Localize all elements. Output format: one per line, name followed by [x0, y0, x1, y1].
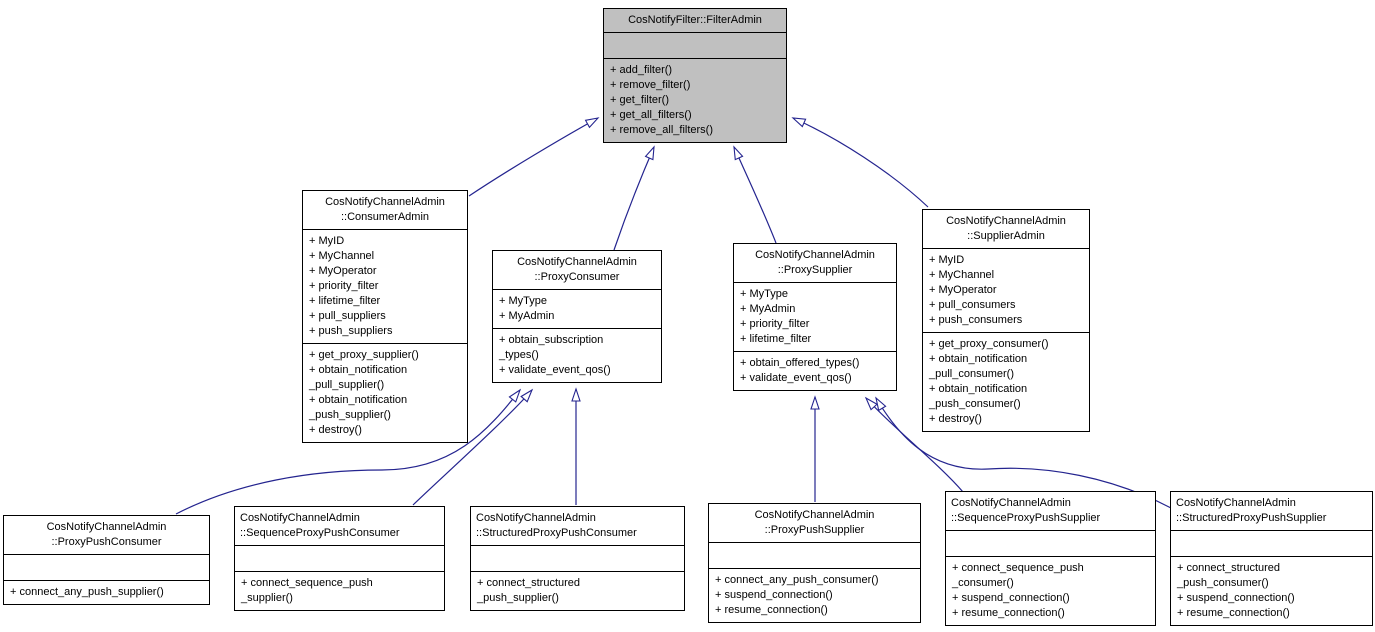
- class-box-structured-proxy-push-supplier[interactable]: CosNotifyChannelAdmin ::StructuredProxyP…: [1170, 491, 1373, 626]
- methods-section: + connect_sequence_push _consumer() + su…: [946, 556, 1155, 625]
- class-title: CosNotifyChannelAdmin ::ProxyPushSupplie…: [754, 509, 875, 536]
- attributes-section-empty: [709, 542, 920, 568]
- class-title: CosNotifyChannelAdmin ::ProxySupplier: [755, 249, 875, 276]
- class-title: CosNotifyFilter::FilterAdmin: [628, 14, 762, 26]
- class-box-proxy-push-consumer[interactable]: CosNotifyChannelAdmin ::ProxyPushConsume…: [3, 515, 210, 605]
- class-title: CosNotifyChannelAdmin ::StructuredProxyP…: [476, 512, 637, 539]
- attributes-section-empty: [4, 554, 209, 580]
- class-box-filter-admin[interactable]: CosNotifyFilter::FilterAdmin + add_filte…: [603, 8, 787, 143]
- class-title: CosNotifyChannelAdmin ::ProxyPushConsume…: [46, 521, 167, 548]
- attributes-section-empty: [471, 545, 684, 571]
- methods-section: + get_proxy_consumer() + obtain_notifica…: [923, 332, 1089, 431]
- class-title: CosNotifyChannelAdmin ::ProxyConsumer: [517, 256, 637, 283]
- methods-section: + obtain_offered_types() + validate_even…: [734, 351, 896, 390]
- class-box-sequence-proxy-push-consumer[interactable]: CosNotifyChannelAdmin ::SequenceProxyPus…: [234, 506, 445, 611]
- class-box-proxy-push-supplier[interactable]: CosNotifyChannelAdmin ::ProxyPushSupplie…: [708, 503, 921, 623]
- edge-proxy-supplier-to-filter-admin: [733, 145, 777, 244]
- edge-supplier-admin-to-filter-admin: [791, 117, 929, 208]
- edge-proxy-consumer-to-filter-admin: [613, 145, 655, 251]
- class-box-structured-proxy-push-consumer[interactable]: CosNotifyChannelAdmin ::StructuredProxyP…: [470, 506, 685, 611]
- methods-section: + connect_any_push_consumer() + suspend_…: [709, 568, 920, 622]
- attributes-section-empty: [235, 545, 444, 571]
- class-title: CosNotifyChannelAdmin ::SequenceProxyPus…: [951, 497, 1101, 524]
- class-title: CosNotifyChannelAdmin ::SequenceProxyPus…: [240, 512, 400, 539]
- attributes-section: + MyType + MyAdmin: [493, 289, 661, 328]
- class-box-proxy-consumer[interactable]: CosNotifyChannelAdmin ::ProxyConsumer + …: [492, 250, 662, 383]
- edge-consumer-admin-to-filter-admin: [468, 117, 600, 197]
- class-box-proxy-supplier[interactable]: CosNotifyChannelAdmin ::ProxySupplier + …: [733, 243, 897, 391]
- methods-section: + connect_structured _push_consumer() + …: [1171, 556, 1372, 625]
- class-box-consumer-admin[interactable]: CosNotifyChannelAdmin ::ConsumerAdmin + …: [302, 190, 468, 443]
- methods-section: + connect_any_push_supplier(): [4, 580, 209, 604]
- methods-section: + connect_sequence_push _supplier(): [235, 571, 444, 610]
- methods-section: + get_proxy_supplier() + obtain_notifica…: [303, 343, 467, 442]
- attributes-section: + MyType + MyAdmin + priority_filter + l…: [734, 282, 896, 351]
- class-box-sequence-proxy-push-supplier[interactable]: CosNotifyChannelAdmin ::SequenceProxyPus…: [945, 491, 1156, 626]
- class-title: CosNotifyChannelAdmin ::ConsumerAdmin: [325, 196, 445, 223]
- attributes-section-empty: [604, 32, 786, 58]
- attributes-section-empty: [1171, 530, 1372, 556]
- attributes-section: + MyID + MyChannel + MyOperator + pull_c…: [923, 248, 1089, 332]
- attributes-section: + MyID + MyChannel + MyOperator + priori…: [303, 229, 467, 343]
- methods-section: + connect_structured _push_supplier(): [471, 571, 684, 610]
- class-box-supplier-admin[interactable]: CosNotifyChannelAdmin ::SupplierAdmin + …: [922, 209, 1090, 432]
- class-title: CosNotifyChannelAdmin ::StructuredProxyP…: [1176, 497, 1327, 524]
- attributes-section-empty: [946, 530, 1155, 556]
- methods-section: + obtain_subscription _types() + validat…: [493, 328, 661, 382]
- class-title: CosNotifyChannelAdmin ::SupplierAdmin: [946, 215, 1066, 242]
- methods-section: + add_filter() + remove_filter() + get_f…: [604, 58, 786, 142]
